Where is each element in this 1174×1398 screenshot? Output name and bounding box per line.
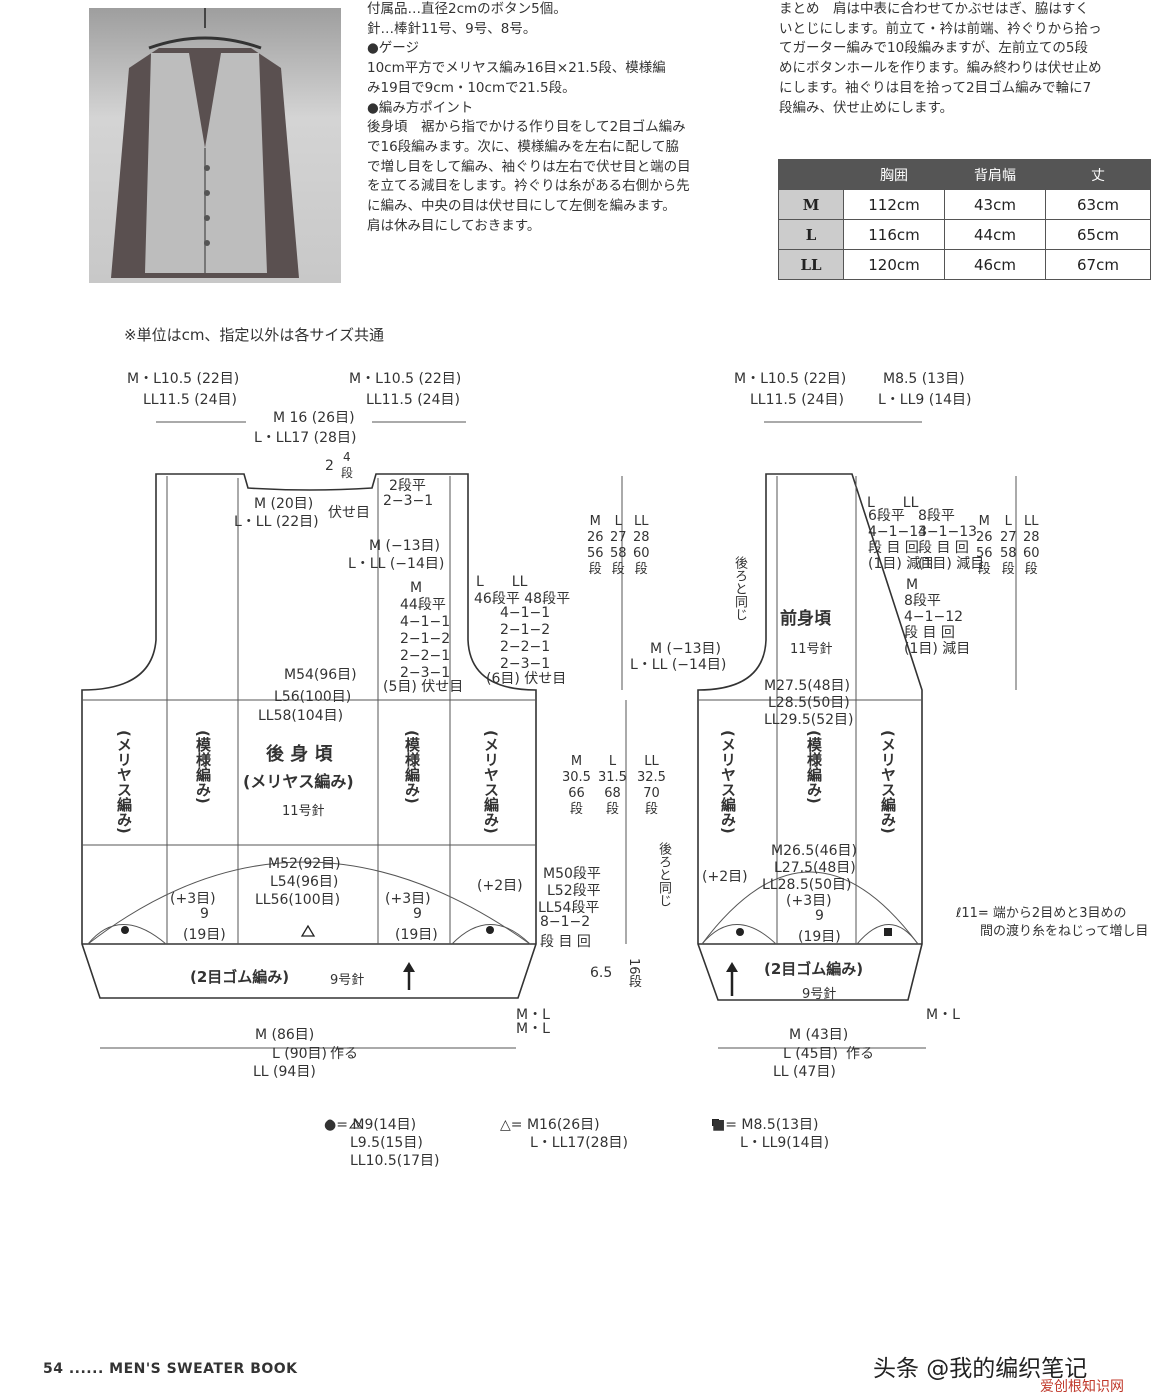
back-neck-rows: 2 xyxy=(325,458,334,474)
back-outline xyxy=(81,473,537,999)
back-bind-word: 伏せ目 xyxy=(328,505,370,521)
watermark: 头条 @我的编织笔记 xyxy=(873,1356,1088,1382)
unit-note: ※単位はcm、指定以外は各サイズ共通 xyxy=(124,326,384,344)
back-title: 後 身 頃 xyxy=(266,744,333,765)
square-mark xyxy=(884,928,892,936)
legend-square: ■= M8.5(13目) xyxy=(712,1117,819,1133)
front-outline xyxy=(697,473,923,1001)
back-shoulder-l2: LL11.5 (24目) xyxy=(143,392,237,408)
finish-text: まとめ 肩は中表に合わせてかぶせはぎ、脇はすくいとじにします。前立て・衿は前端、… xyxy=(779,1,1102,116)
back-neck-1: M 16 (26目) xyxy=(273,410,355,426)
back-neck-2: L・LL17 (28目) xyxy=(254,430,357,446)
sweater-photo xyxy=(89,8,341,283)
back-shoulder-l1: M・L10.5 (22目) xyxy=(127,371,240,387)
back-shoulder-r2: LL11.5 (24目) xyxy=(366,392,460,408)
front-title: 前身頃 xyxy=(780,609,831,629)
back-shoulder-r1: M・L10.5 (22目) xyxy=(349,371,462,387)
page-footer: 54 ...... MEN'S SWEATER BOOK xyxy=(43,1361,298,1377)
circle-mark xyxy=(736,928,744,936)
front-rib: (2目ゴム編み) xyxy=(764,960,864,978)
legend-triangle: △= M16(26目) xyxy=(500,1117,600,1133)
watermark-small: 爱创根知识网 xyxy=(1040,1379,1124,1395)
legend-increase-note: ℓ11= 端から2目めと3目めの xyxy=(956,906,1127,921)
back-bind-m: M (20目) xyxy=(254,496,314,512)
circle-mark xyxy=(486,926,494,934)
back-bind-l: L・LL (22目) xyxy=(234,514,319,530)
legend-circle: ●= M9(14目) xyxy=(324,1117,417,1133)
circle-mark xyxy=(121,926,129,934)
back-rib: (2目ゴム編み) xyxy=(190,968,290,986)
triangle-mark xyxy=(300,924,316,937)
